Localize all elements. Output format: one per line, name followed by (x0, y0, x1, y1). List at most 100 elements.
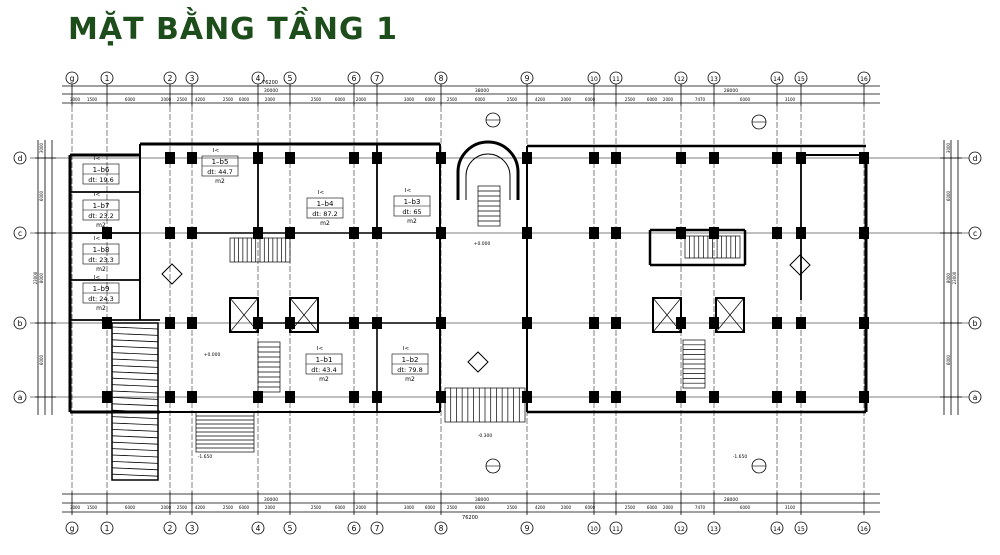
bottom-mid-dim-text: 38000 (475, 497, 489, 503)
bottom-segment-dim-text: 6000 (335, 505, 346, 510)
room-marker: I< (94, 236, 101, 242)
axis-bubble (13, 151, 27, 165)
axis-bubble (283, 71, 297, 85)
column (372, 391, 382, 403)
bottom-segment-dim-text: 2000 (356, 505, 367, 510)
elevator-cross (229, 297, 259, 333)
top-segment-dim-text: 2500 (177, 97, 188, 102)
ramp-hatch (111, 416, 159, 419)
top-segment-dim-text: 2000 (561, 97, 572, 102)
column (772, 317, 782, 329)
top-segment-dim-text: 3000 (404, 97, 415, 102)
column (589, 391, 599, 403)
room-marker: I< (94, 275, 101, 281)
bottom-segment-dim-text: 7470 (695, 505, 706, 510)
bottom-segment-dim-text: 1500 (87, 505, 98, 510)
axis-bubble (707, 71, 721, 85)
bottom-segment-dim-text: 2500 (311, 505, 322, 510)
room-code: 1–b1 (316, 356, 333, 364)
top-segment-dim-text: 2000 (265, 97, 276, 102)
bottom-segment-dim-text: 2000 (561, 505, 572, 510)
bottom-segment-dim-text: 4200 (535, 505, 546, 510)
axis-bubble (13, 390, 27, 404)
room-unit: m2 (407, 218, 417, 225)
axis-label: 12 (677, 76, 685, 83)
axis-label: 16 (860, 76, 868, 83)
axis-label: b (18, 319, 23, 328)
room-code: 1–b8 (93, 246, 110, 254)
column (349, 317, 359, 329)
bottom-segment-dim-text: 6000 (239, 505, 250, 510)
ramp-hatch (111, 467, 159, 471)
axis-bubble (857, 71, 871, 85)
top-segment-dim-text: 6000 (425, 97, 436, 102)
column (436, 391, 446, 403)
left-side-dim-text: 3000 (39, 142, 44, 153)
elevator-cross (652, 297, 682, 333)
ramp-hatch (111, 371, 159, 375)
column (372, 317, 382, 329)
top-mid-dim-text: 28000 (724, 88, 738, 94)
ramp-hatch (111, 403, 159, 407)
axis-bubble (794, 521, 808, 535)
column (187, 391, 197, 403)
top-segment-dim-text: 6000 (740, 97, 751, 102)
column (285, 391, 295, 403)
room-marker: I< (94, 192, 101, 198)
axis-bubble (520, 521, 534, 535)
column (436, 317, 446, 329)
axis-bubble (609, 71, 623, 85)
walls (68, 140, 868, 414)
axis-bubble (968, 226, 982, 240)
axis-bubble (163, 71, 177, 85)
bottom-segment-dim-text: 3100 (785, 505, 796, 510)
column (796, 152, 806, 164)
elevator-shaft (715, 297, 745, 333)
axis-label: 11 (612, 526, 620, 533)
column (102, 227, 112, 239)
column (676, 227, 686, 239)
ramp (111, 322, 159, 481)
room-area: dt: 43.4 (311, 366, 336, 374)
ramp-hatch (111, 345, 159, 349)
axis-bubble (100, 71, 114, 85)
room-area: dt: 87.2 (312, 210, 337, 218)
axis-bubble (968, 390, 982, 404)
top-segment-dim-text: 4200 (535, 97, 546, 102)
ramp-hatch (111, 422, 159, 426)
column (372, 152, 382, 164)
room-area: dt: 79.8 (397, 366, 422, 374)
top-segment-dim-text: 4200 (195, 97, 206, 102)
axis-label: g (70, 74, 75, 83)
column (522, 227, 532, 239)
room-marker: I< (318, 190, 325, 196)
arched-stair-inner (465, 153, 511, 200)
room-area: dt: 65 (402, 208, 421, 216)
column (772, 227, 782, 239)
axis-bubble (434, 521, 448, 535)
column (102, 317, 112, 329)
room-code: 1–b3 (404, 198, 421, 206)
ramp-hatch (111, 454, 159, 458)
bottom-segment-dim-text: 2500 (223, 505, 234, 510)
bottom-segment-dim-text: 2000 (265, 505, 276, 510)
axis-bubble (65, 521, 79, 535)
top-segment-dim-text: 6000 (125, 97, 136, 102)
column (436, 152, 446, 164)
axis-bubble (770, 521, 784, 535)
room-marker: I< (213, 148, 220, 154)
axis-label: 11 (612, 76, 620, 83)
bottom-segment-dim-text: 2000 (663, 505, 674, 510)
room-code: 1–b5 (212, 158, 229, 166)
column (772, 391, 782, 403)
axis-label: 7 (375, 74, 380, 83)
column (676, 152, 686, 164)
door-swing (467, 351, 489, 373)
axis-bubble (185, 71, 199, 85)
elevator-shaft (229, 297, 259, 333)
column (187, 227, 197, 239)
elevator-cross (289, 297, 319, 333)
axis-bubble (857, 521, 871, 535)
axis-label: 12 (677, 526, 685, 533)
